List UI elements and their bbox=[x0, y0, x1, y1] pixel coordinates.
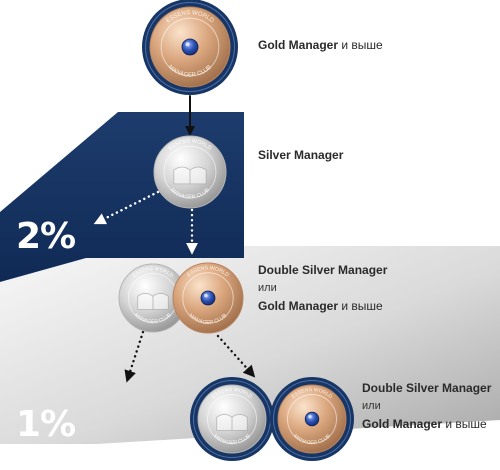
label-middle: Double Silver Manager или Gold Manager и… bbox=[258, 262, 387, 314]
arrow-right-to-pair bbox=[216, 334, 256, 378]
percentage-lower: 1% bbox=[16, 404, 76, 445]
label-middle-suffix: и выше bbox=[338, 299, 383, 313]
badge-inner-ring bbox=[287, 394, 337, 444]
label-bottom-line1: Double Silver Manager bbox=[362, 381, 492, 395]
arrow-left-to-1pct bbox=[124, 330, 145, 383]
gem-icon bbox=[304, 411, 320, 427]
label-bottom-line3: Gold Manager bbox=[362, 417, 443, 431]
label-bottom: Double Silver Manager или Gold Manager и… bbox=[362, 380, 491, 432]
gem-highlight bbox=[185, 42, 190, 47]
label-silver-rank: Silver Manager bbox=[258, 148, 344, 162]
gem-icon bbox=[200, 290, 216, 306]
percentage-upper: 2% bbox=[16, 216, 76, 257]
gem-highlight bbox=[308, 414, 312, 419]
label-top-rank: Gold Manager bbox=[258, 38, 339, 52]
label-middle-line3: Gold Manager bbox=[258, 299, 339, 313]
badge-inner-ring bbox=[182, 272, 234, 324]
label-bottom-suffix: и выше bbox=[442, 417, 487, 431]
label-bottom-or: или bbox=[362, 400, 381, 412]
label-top: Gold Manager и выше bbox=[258, 37, 383, 53]
label-middle-or: или bbox=[258, 282, 277, 294]
badge-ring-highlight bbox=[145, 2, 235, 92]
arrow-silver-to-2pct bbox=[93, 190, 160, 225]
gem-icon bbox=[181, 38, 199, 56]
label-middle-line1: Double Silver Manager bbox=[258, 263, 388, 277]
gem-highlight bbox=[204, 293, 208, 298]
label-silver: Silver Manager bbox=[258, 147, 343, 163]
badge-inner-ring bbox=[163, 145, 217, 199]
label-top-suffix: и выше bbox=[338, 38, 383, 52]
badge-inner-ring bbox=[207, 394, 257, 444]
badge-ring-highlight bbox=[273, 380, 351, 458]
badge-inner-ring bbox=[160, 17, 220, 77]
